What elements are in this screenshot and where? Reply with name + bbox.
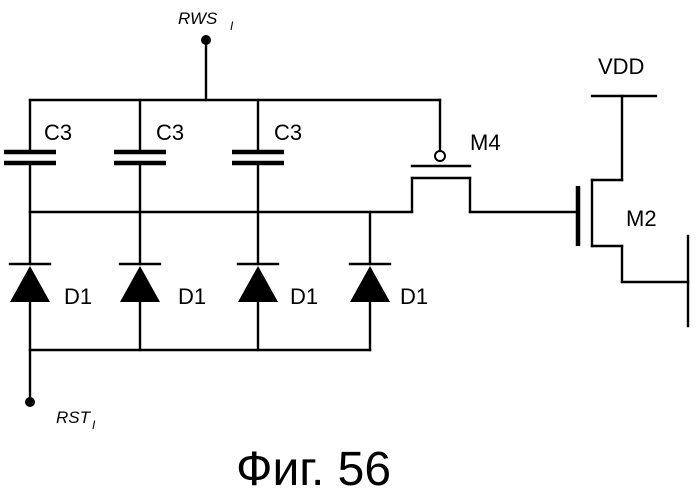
rst-label: RST: [56, 408, 92, 427]
diode-2: [120, 212, 160, 350]
m2-label: M2: [626, 206, 657, 231]
rws-subscript: I: [230, 19, 234, 33]
figure-caption: Фиг. 56: [236, 443, 391, 496]
capacitor-2: [114, 100, 166, 212]
transistor-m4: [412, 100, 470, 212]
diode-4-label: D1: [400, 284, 428, 309]
diode-1-label: D1: [64, 284, 92, 309]
diode-3-label: D1: [290, 284, 318, 309]
capacitor-1-label: C3: [44, 120, 72, 145]
m4-label: M4: [470, 130, 501, 155]
capacitor-3: [232, 100, 284, 212]
diode-2-label: D1: [178, 284, 206, 309]
vdd-label: VDD: [598, 54, 644, 79]
diode-1: [10, 212, 50, 350]
rst-subscript: I: [92, 418, 96, 432]
rws-label: RWS: [178, 9, 218, 28]
diode-4: [350, 212, 390, 350]
rws-terminal: [201, 35, 211, 100]
capacitor-2-label: C3: [156, 120, 184, 145]
capacitor-1: [4, 100, 56, 212]
rst-terminal: [25, 350, 35, 407]
diode-3: [238, 212, 278, 350]
capacitor-3-label: C3: [274, 120, 302, 145]
